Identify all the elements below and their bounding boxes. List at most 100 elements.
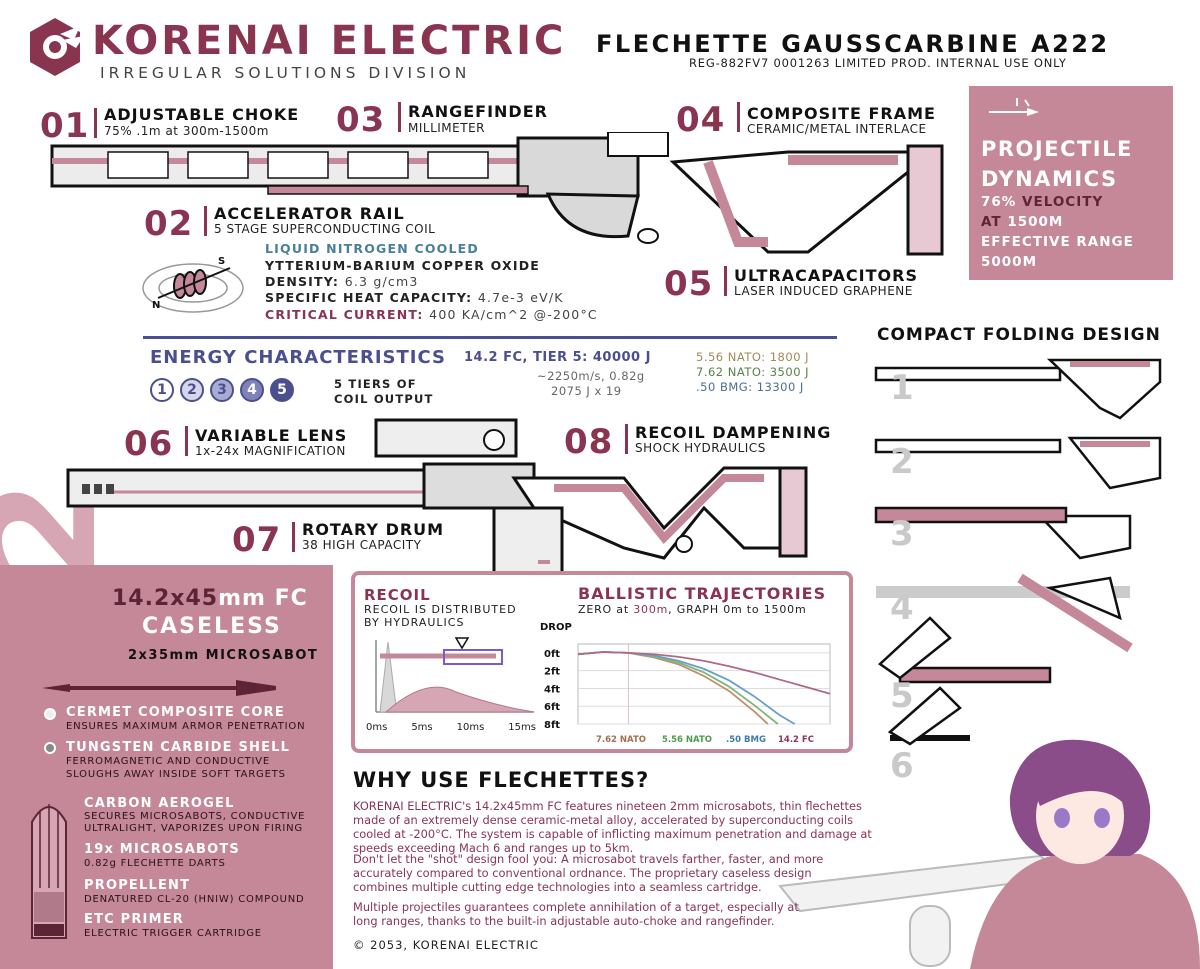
- current-label: CRITICAL CURRENT:: [265, 307, 424, 322]
- fold-step-5: 5: [890, 676, 914, 716]
- nato762-energy: 7.62 NATO: 3500 J: [696, 365, 810, 379]
- recoil-title: RECOIL: [364, 586, 431, 604]
- energy-title: ENERGY CHARACTERISTICS: [150, 347, 446, 368]
- pd-title-2: DYNAMICS: [981, 167, 1118, 191]
- recoil-x-tick: 0ms: [366, 722, 388, 733]
- component-divider: [292, 522, 295, 552]
- y-tick-label: 4ft: [544, 684, 560, 695]
- shell-sub-2: SLOUGHS AWAY INSIDE SOFT TARGETS: [66, 769, 286, 780]
- component-divider: [185, 426, 188, 456]
- legend-entry: 5.56 NATO: [662, 735, 712, 745]
- recoil-x-tick: 10ms: [456, 722, 485, 733]
- caliber-title: 14.2x45mm FC: [112, 586, 308, 611]
- pd-velocity-pct: 76%: [981, 194, 1017, 210]
- svg-text:N: N: [152, 300, 160, 311]
- tier-circle-1: 1: [150, 378, 174, 402]
- rail-cooling: LIQUID NITROGEN COOLED: [265, 241, 479, 256]
- pd-range-value: 5000M: [981, 254, 1038, 270]
- rail-heat: SPECIFIC HEAT CAPACITY: 4.7e-3 eV/K: [265, 289, 564, 306]
- flechette-icon: [989, 98, 1039, 116]
- legend-entry: 7.62 NATO: [596, 735, 646, 745]
- plot-area: [577, 643, 831, 725]
- density-value: 6.3 g/cm3: [344, 274, 419, 289]
- core-title: CERMET COMPOSITE CORE: [66, 705, 285, 720]
- density-label: DENSITY:: [265, 274, 340, 289]
- component-divider: [204, 206, 207, 236]
- fold-step-2: 2: [890, 442, 914, 482]
- subtitle-pre: ZERO at: [578, 603, 634, 616]
- series-line-14-2-fc: [577, 651, 831, 695]
- fc-detail-1: ~2250m/s, 0.82g: [537, 369, 645, 383]
- aerogel-sub-2: ULTRALIGHT, VAPORIZES UPON FIRING: [84, 823, 303, 834]
- aerogel-title: CARBON AEROGEL: [84, 796, 235, 811]
- why-paragraph-2: Don't let the "shot" design fool you: A …: [353, 852, 824, 894]
- trajectory-subtitle: ZERO at 300m, GRAPH 0m to 1500m: [578, 603, 806, 616]
- aerogel-sub-1: SECURES MICROSABOTS, CONDUCTIVE: [84, 811, 306, 822]
- product-reg: REG-882FV7 0001263 LIMITED PROD. INTERNA…: [689, 56, 1067, 70]
- projectile-dynamics-panel: PROJECTILE DYNAMICS 76% VELOCITY AT 1500…: [969, 86, 1173, 280]
- core-bullet-icon: [44, 708, 56, 720]
- core-sub: ENSURES MAXIMUM ARMOR PENETRATION: [66, 721, 306, 732]
- y-tick-label: 8ft: [544, 720, 560, 731]
- shell-title: TUNGSTEN CARBIDE SHELL: [66, 740, 291, 755]
- recoil-x-tick: 15ms: [508, 722, 536, 733]
- tier-circle-2: 2: [180, 378, 204, 402]
- component-sub-lens: 1x-24x MAGNIFICATION: [195, 444, 346, 458]
- recoil-sub-1: RECOIL IS DISTRIBUTED: [364, 603, 517, 616]
- component-title-rail: ACCELERATOR RAIL: [214, 204, 405, 223]
- component-title-choke: ADJUSTABLE CHOKE: [104, 105, 300, 124]
- tier-circle-5: 5: [270, 378, 294, 402]
- component-title-recoil: RECOIL DAMPENING: [635, 423, 832, 442]
- sabots-title: 19x MICROSABOTS: [84, 842, 240, 857]
- caseless-label: CASELESS: [142, 614, 282, 639]
- character-illustration: [778, 739, 1200, 969]
- recoil-x-tick: 5ms: [411, 722, 433, 733]
- component-divider: [398, 102, 401, 132]
- pd-at-label: AT: [981, 214, 1002, 230]
- product-title: FLECHETTE GAUSSCARBINE A222: [596, 30, 1110, 58]
- component-title-frame: COMPOSITE FRAME: [747, 104, 936, 123]
- propellent-sub: DENATURED CL-20 (HNIW) COMPOUND: [84, 894, 305, 905]
- why-title: WHY USE FLECHETTES?: [353, 768, 650, 792]
- component-divider: [724, 266, 727, 296]
- heat-label: SPECIFIC HEAT CAPACITY:: [265, 290, 473, 305]
- tier-circle-3: 3: [210, 378, 234, 402]
- pd-velocity-label: VELOCITY: [1022, 194, 1104, 210]
- korenai-logo-icon: [30, 18, 84, 76]
- fold-step-3: 3: [890, 514, 914, 554]
- y-tick-label: 2ft: [544, 667, 560, 678]
- component-number-01: 01: [40, 106, 90, 146]
- component-sub-frame: CERAMIC/METAL INTERLACE: [747, 122, 927, 136]
- rail-density: DENSITY: 6.3 g/cm3: [265, 273, 419, 290]
- caliber-unit: mm FC: [218, 586, 308, 611]
- component-divider: [94, 108, 97, 138]
- caliber-num: 14.2x45: [112, 586, 219, 611]
- recoil-x-ticks: 0ms 5ms 10ms 15ms: [366, 722, 536, 733]
- component-title-ultracaps: ULTRACAPACITORS: [734, 266, 918, 285]
- component-number-04: 04: [676, 100, 726, 140]
- microsabot-dart-icon: [42, 680, 276, 696]
- component-title-lens: VARIABLE LENS: [195, 426, 348, 445]
- fold-step-6: 6: [890, 746, 914, 786]
- rifle-side-illustration: [66, 418, 808, 580]
- fold-step-1: 1: [890, 368, 914, 408]
- component-sub-rail: 5 STAGE SUPERCONDUCTING COIL: [214, 222, 436, 236]
- fc-detail-2: 2075 J x 19: [551, 384, 622, 398]
- component-title-drum: ROTARY DRUM: [302, 520, 445, 539]
- component-title-rangefinder: RANGEFINDER: [408, 102, 548, 121]
- pd-title-1: PROJECTILE: [981, 137, 1133, 161]
- section-divider: [143, 336, 837, 339]
- rifle-top-illustration: [50, 132, 944, 256]
- component-number-05: 05: [664, 264, 714, 304]
- tiers-caption-1: 5 TIERS OF: [334, 377, 417, 391]
- trajectory-title: BALLISTIC TRAJECTORIES: [578, 584, 827, 603]
- recoil-graph: [375, 637, 535, 713]
- current-value: 400 KA/cm^2 @-200°C: [429, 307, 598, 322]
- fc-energy-line: 14.2 FC, TIER 5: 40000 J: [464, 350, 651, 365]
- copyright: © 2053, KORENAI ELECTRIC: [353, 938, 539, 952]
- component-divider: [625, 424, 628, 454]
- microsabot-label: 2x35mm MICROSABOT: [128, 648, 319, 663]
- folding-title: COMPACT FOLDING DESIGN: [877, 325, 1161, 345]
- component-divider: [737, 102, 740, 132]
